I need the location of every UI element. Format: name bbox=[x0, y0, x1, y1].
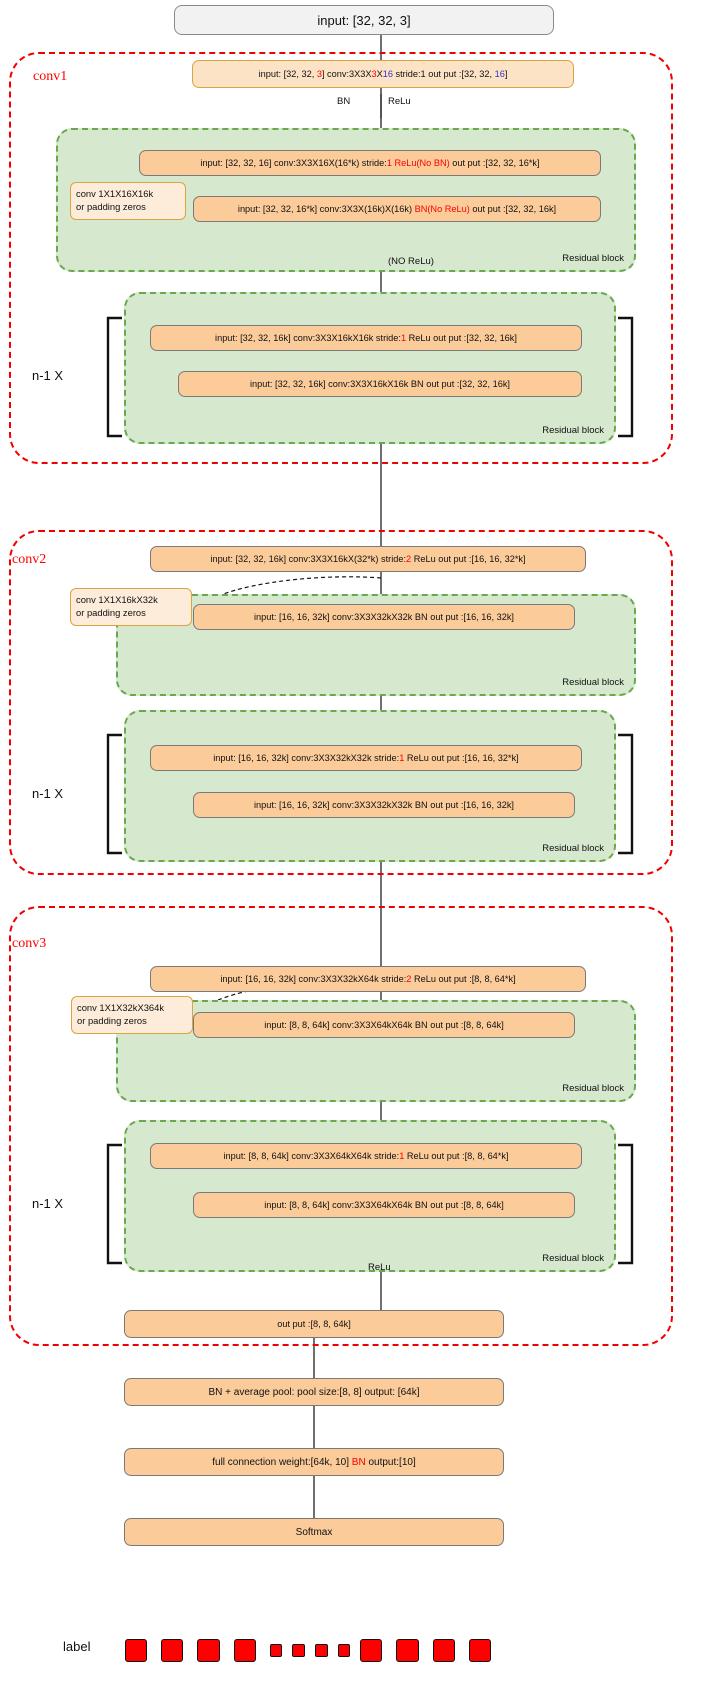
conv1-block1-row2-text: input: [32, 32, 16*k] conv:3X3X(16k)X(16… bbox=[237, 204, 557, 214]
conv3-block2-row1-text: input: [8, 8, 64k] conv:3X3X64kX64k stri… bbox=[223, 1151, 509, 1161]
group-conv3-label: conv3 bbox=[12, 936, 47, 951]
group-conv3 bbox=[9, 906, 673, 1346]
group-conv2-label: conv2 bbox=[12, 552, 47, 567]
conv1-repeat-label: n-1 X bbox=[32, 368, 64, 383]
label-square-large bbox=[396, 1638, 419, 1662]
conv2-block1-row2-box: input: [16, 16, 32k] conv:3X3X32kX32k BN… bbox=[193, 604, 575, 630]
conv2-block1-row1-box: input: [32, 32, 16k] conv:3X3X16kX(32*k)… bbox=[150, 546, 586, 572]
label-square-small bbox=[314, 1643, 328, 1657]
residual-block-label: Residual block bbox=[562, 253, 624, 264]
softmax-box: Softmax bbox=[124, 1518, 504, 1546]
group-conv1 bbox=[9, 52, 673, 464]
label-square-large bbox=[360, 1638, 383, 1662]
label-square-large bbox=[468, 1638, 491, 1662]
label-square-small bbox=[292, 1643, 305, 1657]
residual-block-label: Residual block bbox=[542, 425, 604, 436]
conv1-residual-block-2: Residual block bbox=[124, 292, 616, 444]
fully-connected-text: full connection weight:[64k, 10] BN outp… bbox=[212, 1456, 416, 1468]
conv3-shortcut-line2: or padding zeros bbox=[77, 1015, 147, 1026]
label-square-small bbox=[269, 1643, 283, 1657]
conv3-shortcut-line1: conv 1X1X32kX364k bbox=[77, 1002, 165, 1014]
label-square-large bbox=[161, 1638, 184, 1662]
residual-block-label: Residual block bbox=[562, 1083, 624, 1094]
conv3-block2-row2-box: input: [8, 8, 64k] conv:3X3X64kX64k BN o… bbox=[193, 1192, 575, 1218]
conv1-block1-row1-box: input: [32, 32, 16] conv:3X3X16X(16*k) s… bbox=[139, 150, 601, 176]
input-box: input: [32, 32, 3] bbox=[174, 5, 554, 35]
conv1-shortcut-line2: or padding zeros bbox=[76, 201, 146, 212]
residual-block-label: Residual block bbox=[562, 677, 624, 688]
conv2-shortcut-line1: conv 1X1X16kX32k bbox=[76, 594, 158, 606]
relu-bottom-label: ReLu bbox=[368, 1262, 391, 1273]
pool-text: BN + average pool: pool size:[8, 8] outp… bbox=[208, 1386, 420, 1398]
conv3-block2-row1-box: input: [8, 8, 64k] conv:3X3X64kX64k stri… bbox=[150, 1143, 582, 1169]
conv2-block2-row1-text: input: [16, 16, 32k] conv:3X3X32kX32k st… bbox=[213, 753, 519, 763]
conv1-block2-row2-box: input: [32, 32, 16k] conv:3X3X16kX16k BN… bbox=[178, 371, 582, 397]
conv3-block1-row2-box: input: [8, 8, 64k] conv:3X3X64kX64k BN o… bbox=[193, 1012, 575, 1038]
conv2-block2-row1-box: input: [16, 16, 32k] conv:3X3X32kX32k st… bbox=[150, 745, 582, 771]
label-square-row bbox=[125, 1630, 505, 1670]
no-relu-label: (NO ReLu) bbox=[388, 256, 434, 267]
label-square-small bbox=[337, 1643, 351, 1657]
conv1-stem-text: input: [32, 32, 3] conv:3X3X3X16 stride:… bbox=[258, 69, 508, 79]
pool-box: BN + average pool: pool size:[8, 8] outp… bbox=[124, 1378, 504, 1406]
residual-block-label: Residual block bbox=[542, 843, 604, 854]
conv3-shortcut-callout: conv 1X1X32kX364k or padding zeros bbox=[71, 996, 193, 1034]
conv3-block2-row2-text: input: [8, 8, 64k] conv:3X3X64kX64k BN o… bbox=[264, 1200, 504, 1210]
relu-label: ReLu bbox=[388, 96, 411, 107]
conv1-block2-row1-text: input: [32, 32, 16k] conv:3X3X16kX16k st… bbox=[215, 333, 517, 343]
conv2-residual-block-2: Residual block bbox=[124, 710, 616, 862]
group-conv2 bbox=[9, 530, 673, 875]
label-square-large bbox=[233, 1638, 256, 1662]
label-text: label bbox=[63, 1639, 91, 1654]
conv1-block2-row1-box: input: [32, 32, 16k] conv:3X3X16kX16k st… bbox=[150, 325, 582, 351]
residual-block-label: Residual block bbox=[542, 1253, 604, 1264]
conv3-block1-row2-text: input: [8, 8, 64k] conv:3X3X64kX64k BN o… bbox=[264, 1020, 504, 1030]
conv2-repeat-label: n-1 X bbox=[32, 786, 64, 801]
label-square-large bbox=[197, 1638, 220, 1662]
conv1-stem-box: input: [32, 32, 3] conv:3X3X3X16 stride:… bbox=[192, 60, 574, 88]
fully-connected-box: full connection weight:[64k, 10] BN outp… bbox=[124, 1448, 504, 1476]
conv1-block2-row2-text: input: [32, 32, 16k] conv:3X3X16kX16k BN… bbox=[250, 379, 510, 389]
conv3-output-box: out put :[8, 8, 64k] bbox=[124, 1310, 504, 1338]
conv3-output-text: out put :[8, 8, 64k] bbox=[277, 1319, 351, 1329]
conv1-block1-row1-text: input: [32, 32, 16] conv:3X3X16X(16*k) s… bbox=[200, 158, 540, 168]
conv3-repeat-label: n-1 X bbox=[32, 1196, 64, 1211]
conv1-shortcut-callout: conv 1X1X16X16k or padding zeros bbox=[70, 182, 186, 220]
conv3-block1-row1-box: input: [16, 16, 32k] conv:3X3X32kX64k st… bbox=[150, 966, 586, 992]
input-box-label: input: [32, 32, 3] bbox=[317, 12, 411, 28]
label-square-large bbox=[125, 1638, 148, 1662]
conv1-block1-row2-box: input: [32, 32, 16*k] conv:3X3X(16k)X(16… bbox=[193, 196, 601, 222]
bn-label: BN bbox=[337, 96, 351, 107]
conv2-block2-row2-text: input: [16, 16, 32k] conv:3X3X32kX32k BN… bbox=[254, 800, 514, 810]
conv1-shortcut-line1: conv 1X1X16X16k bbox=[76, 188, 154, 200]
conv2-block1-row2-text: input: [16, 16, 32k] conv:3X3X32kX32k BN… bbox=[254, 612, 514, 622]
softmax-text: Softmax bbox=[295, 1526, 333, 1538]
conv2-block2-row2-box: input: [16, 16, 32k] conv:3X3X32kX32k BN… bbox=[193, 792, 575, 818]
conv2-shortcut-callout: conv 1X1X16kX32k or padding zeros bbox=[70, 588, 192, 626]
group-conv1-label: conv1 bbox=[33, 69, 68, 84]
conv3-block1-row1-text: input: [16, 16, 32k] conv:3X3X32kX64k st… bbox=[220, 974, 516, 984]
label-square-large bbox=[432, 1638, 455, 1662]
conv2-shortcut-line2: or padding zeros bbox=[76, 607, 146, 618]
conv2-block1-row1-text: input: [32, 32, 16k] conv:3X3X16kX(32*k)… bbox=[210, 554, 526, 564]
